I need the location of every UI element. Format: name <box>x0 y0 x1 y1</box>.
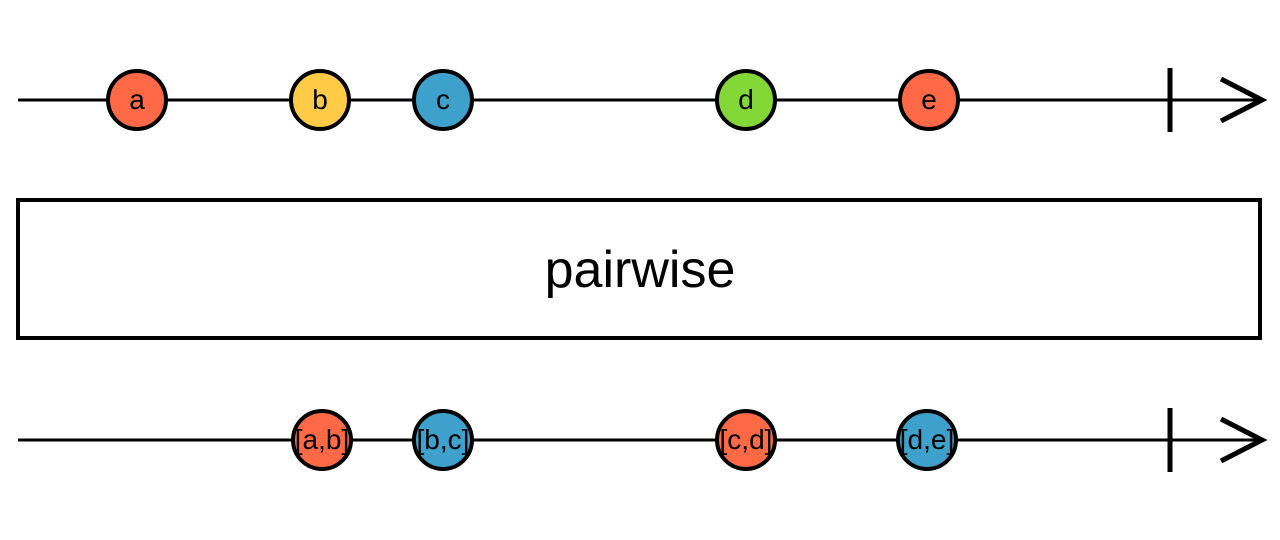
marble-label: [a,b] <box>295 424 349 455</box>
marble-circle <box>715 69 777 131</box>
output-marble-de: [d,e] <box>896 409 958 471</box>
marble-label: c <box>436 84 450 115</box>
marble-circle <box>896 409 958 471</box>
marble-circle <box>898 69 960 131</box>
output-marble-cd: [c,d] <box>715 409 777 471</box>
output-arrow-head-icon <box>1219 416 1268 464</box>
input-stream: a b c d e <box>18 68 1268 132</box>
input-marble-b: b <box>289 69 351 131</box>
input-marble-c: c <box>412 69 474 131</box>
output-stream: [a,b] [b,c] [c,d] [d,e] <box>18 408 1268 472</box>
marble-circle <box>412 69 474 131</box>
marble-circle <box>412 409 474 471</box>
input-marble-e: e <box>898 69 960 131</box>
operator-label: pairwise <box>545 241 736 299</box>
input-marble-a: a <box>106 69 168 131</box>
marble-label: [d,e] <box>900 424 954 455</box>
marble-label: [c,d] <box>720 424 773 455</box>
marble-circle <box>289 69 351 131</box>
marble-label: b <box>312 84 328 115</box>
marble-circle <box>715 409 777 471</box>
marble-label: a <box>129 84 145 115</box>
input-marble-d: d <box>715 69 777 131</box>
operator-box <box>16 198 1262 340</box>
marble-label: d <box>738 84 754 115</box>
marble-circle <box>106 69 168 131</box>
input-arrow-head-icon <box>1219 76 1268 124</box>
operator: pairwise <box>16 198 1262 340</box>
marble-label: [b,c] <box>417 424 470 455</box>
marble-circle <box>291 409 353 471</box>
marble-label: e <box>921 84 937 115</box>
output-marble-ab: [a,b] <box>291 409 353 471</box>
output-marble-bc: [b,c] <box>412 409 474 471</box>
